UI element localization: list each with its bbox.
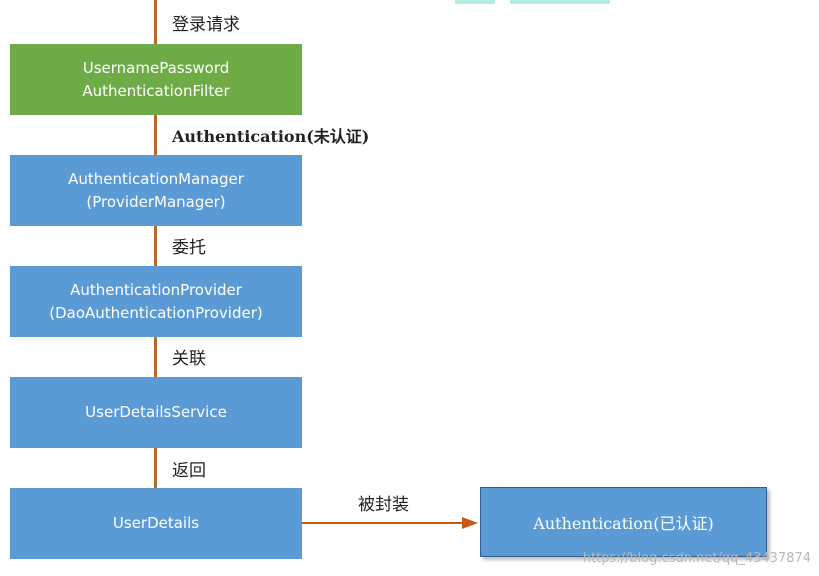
service-box: UserDetailsService — [10, 377, 302, 448]
top-decoration — [510, 0, 610, 4]
auth-unverified-label: Authentication(未认证) — [172, 127, 370, 146]
manager-box-line1: AuthenticationManager — [68, 169, 244, 188]
verified-auth-box: Authentication(已认证) — [480, 487, 767, 557]
details-box-line1: UserDetails — [112, 514, 200, 532]
filter-box-line2: AuthenticationFilter — [82, 81, 230, 100]
connector-line — [154, 448, 157, 488]
connector-line — [154, 226, 157, 266]
wrap-label: 被封装 — [358, 495, 409, 515]
details-box: UserDetails — [10, 488, 302, 559]
filter-box: UsernamePassword AuthenticationFilter — [10, 44, 302, 115]
verified-auth-label: Authentication(已认证) — [533, 514, 714, 533]
filter-box-line1: UsernamePassword — [82, 58, 230, 77]
arrow-head-icon — [462, 517, 478, 529]
return-label: 返回 — [172, 461, 206, 481]
associate-label: 关联 — [172, 349, 206, 369]
provider-box-line2: (DaoAuthenticationProvider) — [49, 303, 263, 322]
connector-line — [154, 0, 157, 44]
manager-box: AuthenticationManager (ProviderManager) — [10, 155, 302, 226]
connector-line — [154, 115, 157, 155]
arrow-line — [302, 522, 462, 524]
connector-line — [154, 337, 157, 377]
service-box-line1: UserDetailsService — [85, 403, 227, 421]
top-decoration — [455, 0, 495, 4]
watermark: https://blog.csdn.net/qq_43437874 — [582, 551, 811, 566]
manager-box-line2: (ProviderManager) — [86, 192, 226, 211]
provider-box: AuthenticationProvider (DaoAuthenticatio… — [10, 266, 302, 337]
provider-box-line1: AuthenticationProvider — [70, 280, 242, 299]
login-request-label: 登录请求 — [172, 15, 240, 35]
delegate-label: 委托 — [172, 238, 206, 258]
